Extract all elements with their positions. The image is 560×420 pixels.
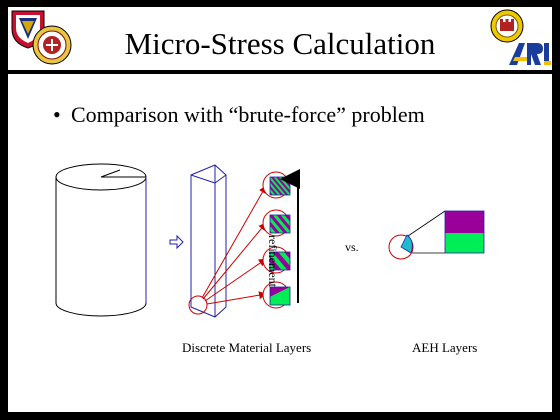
round-seal-logo bbox=[32, 25, 72, 65]
layer-sample-2 bbox=[262, 209, 291, 237]
bullet-text: Comparison with “brute-force” problem bbox=[71, 102, 425, 127]
discrete-layers-caption: Discrete Material Layers bbox=[182, 340, 312, 355]
vs-label: vs. bbox=[345, 240, 359, 254]
title-divider bbox=[8, 70, 552, 74]
aeh-layers-caption: AEH Layers bbox=[412, 340, 478, 355]
engineer-seal-logo bbox=[490, 9, 524, 43]
layer-sample-1 bbox=[262, 171, 291, 199]
army-shield-logo bbox=[10, 9, 46, 49]
wedge-column bbox=[190, 164, 227, 318]
slide: Micro-Stress Calculation • Comparison wi… bbox=[8, 7, 552, 412]
refinement-label: refinement bbox=[266, 235, 280, 287]
arl-logo bbox=[507, 39, 551, 67]
full-cylinder bbox=[55, 163, 147, 317]
layer-sample-4 bbox=[262, 281, 291, 309]
source-circle bbox=[188, 295, 208, 315]
bullet-marker: • bbox=[53, 102, 61, 127]
slide-title: Micro-Stress Calculation bbox=[124, 26, 436, 61]
refinement-arrows bbox=[201, 185, 267, 305]
layer-sample-3 bbox=[262, 246, 291, 274]
aeh-unit-cell bbox=[388, 210, 485, 260]
comparison-diagram bbox=[55, 163, 485, 318]
transform-arrow bbox=[169, 234, 184, 250]
